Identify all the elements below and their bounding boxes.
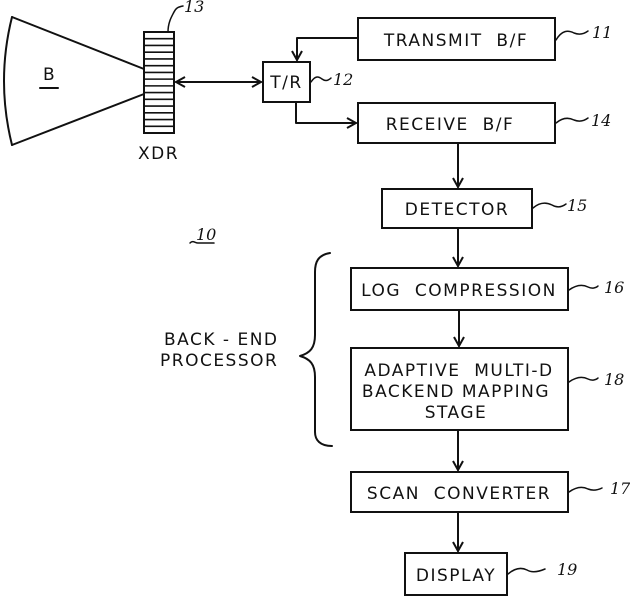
log-compression: LOG COMPRESSION 16	[351, 268, 624, 310]
transducer-leader	[168, 6, 183, 32]
scan-converter-leader	[569, 487, 602, 492]
system-ref: 10	[190, 225, 216, 244]
system-ref-label: 10	[196, 225, 216, 244]
detector-label: DETECTOR	[405, 200, 509, 220]
tr-to-receive-arrow	[296, 102, 356, 123]
adaptive-label-line-3: STAGE	[425, 403, 488, 423]
log-compression-ref: 16	[604, 278, 624, 297]
transmit-ref: 11	[592, 23, 612, 42]
receive-label: RECEIVE B/F	[386, 115, 515, 135]
scan-converter-label: SCAN CONVERTER	[367, 484, 551, 504]
sector-edge-top	[12, 17, 144, 69]
display: DISPLAY 19	[405, 553, 577, 595]
group-label-line-2: PROCESSOR	[160, 351, 278, 371]
adaptive-label-line-2: BACKEND MAPPING	[362, 382, 550, 402]
receive-beamformer: RECEIVE B/F 14	[358, 103, 611, 143]
scan-converter: SCAN CONVERTER 17	[351, 472, 630, 512]
group-label-line-1: BACK - END	[164, 330, 279, 350]
adaptive-ref: 18	[604, 370, 624, 389]
log-compression-leader	[569, 285, 598, 290]
display-leader	[508, 568, 545, 574]
brace	[300, 253, 332, 446]
transmit-to-tr-arrow	[297, 38, 358, 60]
transducer-array	[144, 32, 174, 133]
detector-ref: 15	[567, 196, 587, 215]
display-label: DISPLAY	[416, 566, 496, 586]
sector-edge-bottom	[12, 94, 144, 145]
adaptive-leader	[569, 377, 598, 382]
detector-leader	[533, 203, 566, 208]
transducer-ref: 13	[184, 0, 204, 16]
tr-leader	[311, 77, 331, 82]
transmit-leader	[556, 31, 588, 40]
sector-arc	[4, 17, 12, 145]
transmit-beamformer: TRANSMIT B/F 11	[358, 18, 612, 60]
transmit-label: TRANSMIT B/F	[383, 31, 528, 51]
adaptive-mapping-stage: ADAPTIVE MULTI-D BACKEND MAPPING STAGE 1…	[351, 348, 624, 430]
back-end-processor-group: BACK - END PROCESSOR	[160, 253, 332, 446]
adaptive-label-line-1: ADAPTIVE MULTI-D	[364, 361, 553, 381]
tr-switch: T/R 12	[263, 62, 353, 102]
scan-converter-ref: 17	[610, 479, 630, 498]
beam-sector: B	[4, 17, 144, 145]
beam-label: B	[43, 65, 56, 85]
detector: DETECTOR 15	[382, 189, 587, 228]
tr-ref: 12	[333, 70, 353, 89]
log-compression-label: LOG COMPRESSION	[361, 281, 557, 301]
receive-leader	[556, 118, 588, 123]
tr-switch-label: T/R	[269, 73, 302, 93]
transducer-label: XDR	[138, 144, 179, 164]
display-ref: 19	[557, 560, 577, 579]
receive-ref: 14	[591, 111, 611, 130]
